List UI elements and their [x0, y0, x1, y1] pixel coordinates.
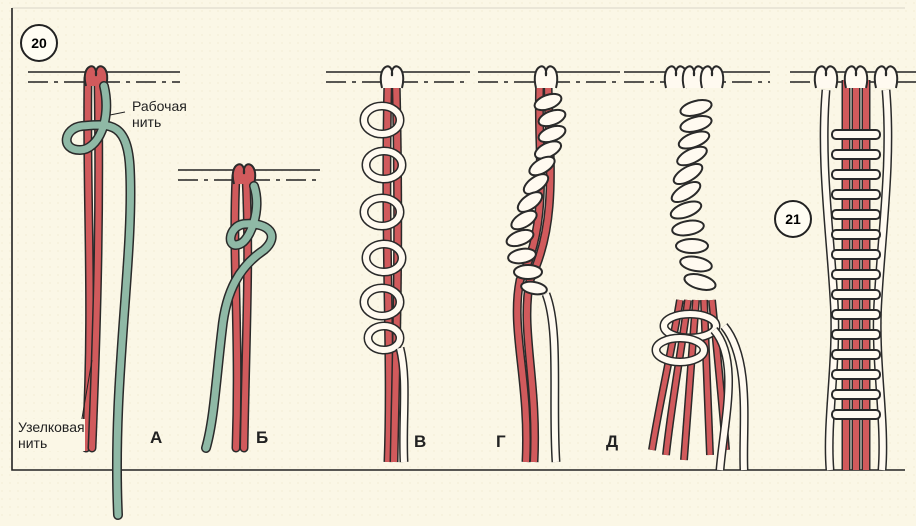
knot-thread-label-line-1: Узелковая [18, 419, 85, 435]
panel-label-d: Д [606, 432, 618, 452]
working-thread-label: Рабочая нить [132, 98, 187, 130]
knot-thread-label-line-2: нить [18, 435, 85, 451]
working-thread-label-line-1: Рабочая [132, 98, 187, 114]
panel-label-b: Б [256, 428, 268, 448]
panel-label-g: Г [496, 432, 506, 452]
knot-thread-label: Узелковая нить [18, 419, 85, 451]
working-thread-label-line-2: нить [132, 114, 187, 130]
figure-number-20: 20 [20, 24, 58, 62]
panel-label-a: А [150, 428, 162, 448]
panel-label-v: В [414, 432, 426, 452]
figure-number-21: 21 [774, 200, 812, 238]
